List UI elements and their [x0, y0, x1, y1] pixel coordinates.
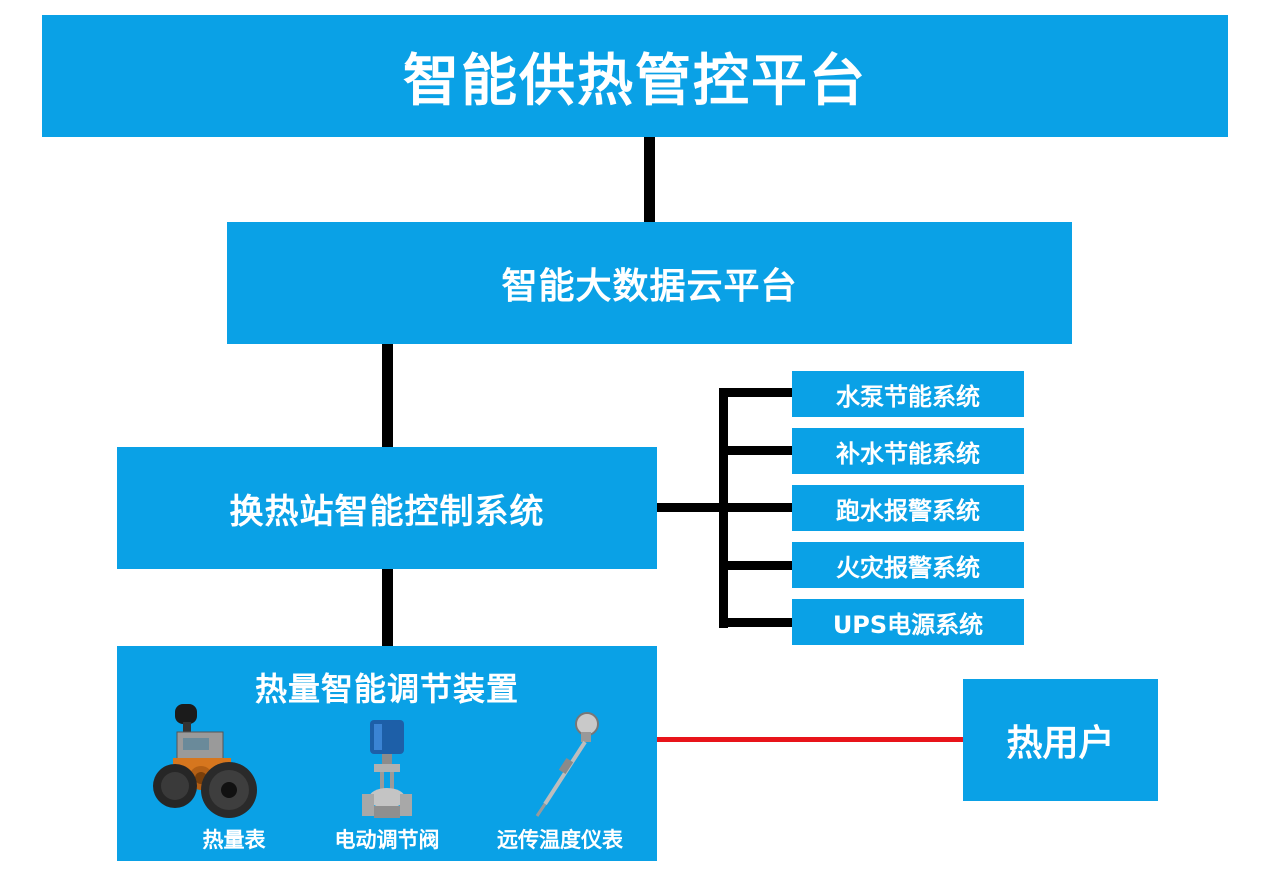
station-control-box: 换热站智能控制系统	[117, 447, 657, 569]
heat-user-label: 热用户	[1006, 723, 1115, 764]
subsystem-makeup-water-box: 补水节能系统	[792, 428, 1024, 474]
subsystem-leak-alarm-box: 跑水报警系统	[792, 485, 1024, 531]
device-label: 电动调节阀	[334, 828, 440, 852]
subsystem-label: 补水节能系统	[836, 439, 980, 468]
subsystem-label: 火灾报警系统	[836, 553, 980, 582]
subsystem-label: 水泵节能系统	[836, 382, 980, 411]
cloud-platform-box: 智能大数据云平台	[227, 222, 1072, 344]
connector-bus-to-subsystem-3	[719, 503, 792, 512]
connector-bus-to-subsystem-2	[719, 446, 792, 455]
subsystem-ups-power-box: UPS电源系统	[792, 599, 1024, 645]
device-group-title: 热量智能调节装置	[254, 670, 519, 708]
heat-user-box: 热用户	[963, 679, 1158, 801]
connector-top-to-cloud	[644, 137, 655, 222]
connector-bus-to-subsystem-5	[719, 618, 792, 627]
cloud-platform-label: 智能大数据云平台	[501, 266, 798, 307]
subsystem-label: 跑水报警系统	[836, 496, 980, 525]
device-group-box: 热量智能调节装置 热量表	[117, 646, 657, 861]
device-electric-valve: 电动调节阀	[302, 702, 472, 857]
top-platform-box: 智能供热管控平台	[42, 15, 1228, 137]
subsystem-label: UPS电源系统	[832, 610, 984, 639]
top-platform-label: 智能供热管控平台	[403, 48, 867, 114]
connector-station-to-bus	[657, 503, 725, 512]
device-heat-meter: 热量表	[149, 702, 319, 857]
connector-cloud-to-station	[382, 344, 393, 447]
connector-bus-to-subsystem-1	[719, 388, 792, 397]
connector-bus-to-subsystem-4	[719, 561, 792, 570]
subsystem-pump-energy-box: 水泵节能系统	[792, 371, 1024, 417]
device-label: 远传温度仪表	[497, 828, 623, 852]
connector-station-to-device	[382, 569, 393, 646]
supply-line-to-heat-user	[657, 737, 963, 742]
device-temperature-sensor: 远传温度仪表	[475, 702, 645, 857]
subsystem-fire-alarm-box: 火灾报警系统	[792, 542, 1024, 588]
device-label: 热量表	[202, 828, 266, 852]
station-control-label: 换热站智能控制系统	[229, 491, 545, 532]
